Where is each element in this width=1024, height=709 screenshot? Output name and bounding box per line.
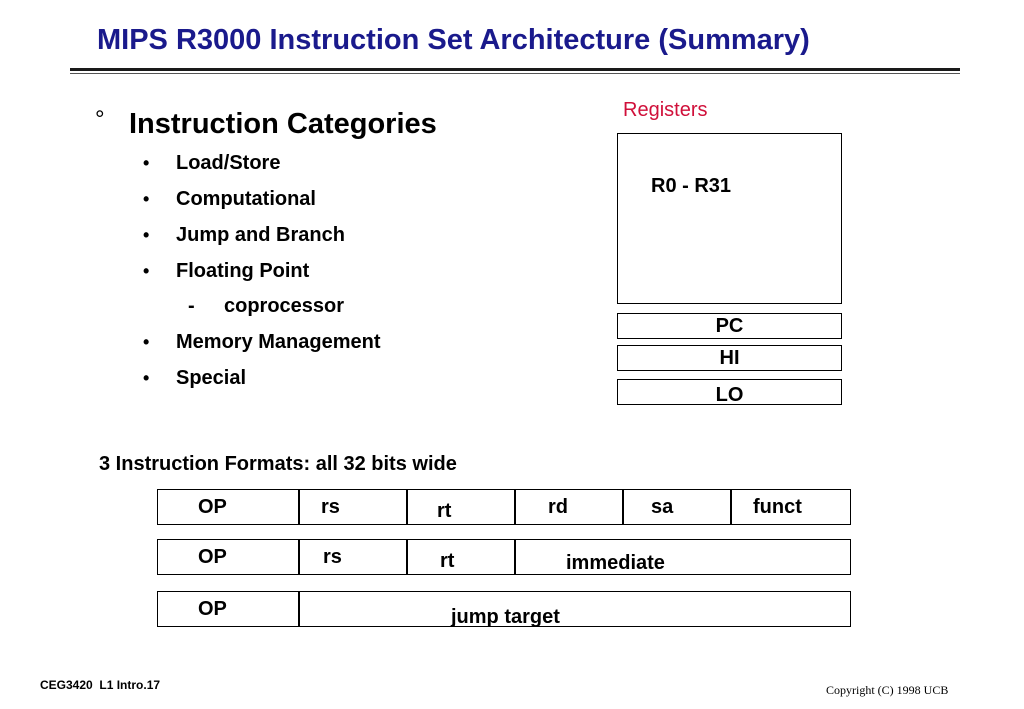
i-type-op-field: [157, 539, 299, 575]
category-item-memory-management: Memory Management: [176, 331, 381, 353]
i-type-rs-field: [299, 539, 407, 575]
sub-item-coprocessor: coprocessor: [224, 295, 345, 317]
title-rule-thin: [70, 73, 960, 74]
registers-label: Registers: [623, 99, 708, 121]
title-rule-thick: [70, 68, 960, 71]
formats-title: 3 Instruction Formats: all 32 bits wide: [99, 453, 457, 475]
bullet: •: [143, 189, 150, 209]
register-file-box: [617, 133, 842, 304]
footer-course-label: CEG3420 L1 Intro.17: [40, 678, 161, 692]
j-type-target-field: [299, 591, 851, 627]
bullet: •: [143, 153, 150, 173]
r-type-rt-label: rt: [437, 500, 452, 522]
i-type-rt-label: rt: [440, 550, 455, 572]
category-item-load-store: Load/Store: [176, 152, 281, 174]
r-type-rd-label: rd: [548, 496, 568, 518]
r-type-sa-label: sa: [651, 496, 674, 518]
i-type-op-label: OP: [198, 546, 227, 568]
bullet: •: [143, 225, 150, 245]
category-item-jump-branch: Jump and Branch: [176, 224, 345, 246]
r-type-funct-field: [731, 489, 851, 525]
footer-copyright: Copyright (C) 1998 UCB: [826, 683, 949, 697]
r-type-rs-field: [299, 489, 407, 525]
r-type-rs-label: rs: [321, 496, 340, 518]
category-item-computational: Computational: [176, 188, 316, 210]
r-type-op-label: OP: [198, 496, 227, 518]
category-item-special: Special: [176, 367, 247, 389]
r-type-op-field: [157, 489, 299, 525]
bullet: •: [143, 368, 150, 388]
register-lo: LO: [617, 379, 842, 406]
categories-heading: Instruction Categories: [129, 108, 437, 140]
general-registers-text: R0 - R31: [651, 175, 732, 197]
sub-bullet: -: [188, 295, 195, 317]
register-pc: PC: [617, 313, 842, 339]
bullet: •: [143, 332, 150, 352]
bullet: •: [143, 261, 150, 281]
slide-title: MIPS R3000 Instruction Set Architecture …: [97, 24, 810, 56]
i-type-immediate-label: immediate: [566, 552, 665, 574]
j-type-op-field: [157, 591, 299, 627]
r-type-rt-field: [407, 489, 515, 525]
r-type-rd-field: [515, 489, 623, 525]
category-item-floating-point: Floating Point: [176, 260, 310, 282]
i-type-immediate-field: [515, 539, 851, 575]
j-type-op-label: OP: [198, 598, 227, 620]
heading-bullet: °: [95, 106, 105, 133]
r-type-funct-label: funct: [753, 496, 802, 518]
j-type-target-label: jump target: [451, 606, 560, 628]
register-hi: HI: [617, 345, 842, 371]
i-type-rs-label: rs: [323, 546, 342, 568]
i-type-rt-field: [407, 539, 515, 575]
r-type-sa-field: [623, 489, 731, 525]
